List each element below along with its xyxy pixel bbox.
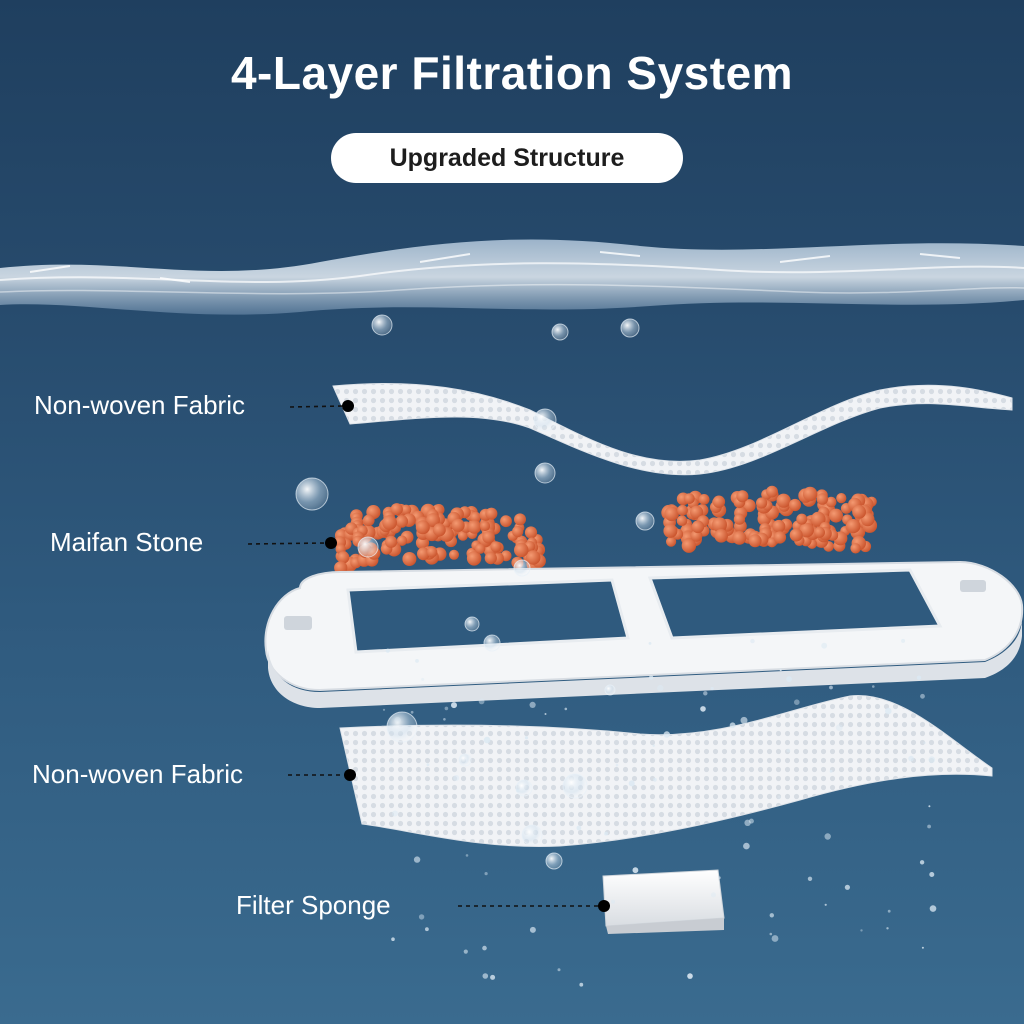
maifan-stone-layer <box>333 485 878 575</box>
label-non-woven-fabric-top: Non-woven Fabric <box>34 390 245 420</box>
leader-lines <box>247 405 598 907</box>
filter-frame <box>264 560 1024 708</box>
non-woven-fabric-layer-bottom <box>339 695 993 847</box>
subtitle-badge: Upgraded Structure <box>331 133 683 183</box>
subtitle-text: Upgraded Structure <box>389 143 625 172</box>
non-woven-fabric-layer <box>332 383 1013 476</box>
leader-dots <box>325 400 610 912</box>
label-filter-sponge: Filter Sponge <box>236 890 391 920</box>
water-droplets <box>295 314 937 987</box>
label-maifan-stone: Maifan Stone <box>50 527 204 557</box>
filter-sponge-block <box>602 869 725 934</box>
label-non-woven-fabric-bottom: Non-woven Fabric <box>32 759 243 789</box>
page-title: 4-Layer Filtration System <box>230 47 794 99</box>
water-surface <box>0 239 1024 315</box>
